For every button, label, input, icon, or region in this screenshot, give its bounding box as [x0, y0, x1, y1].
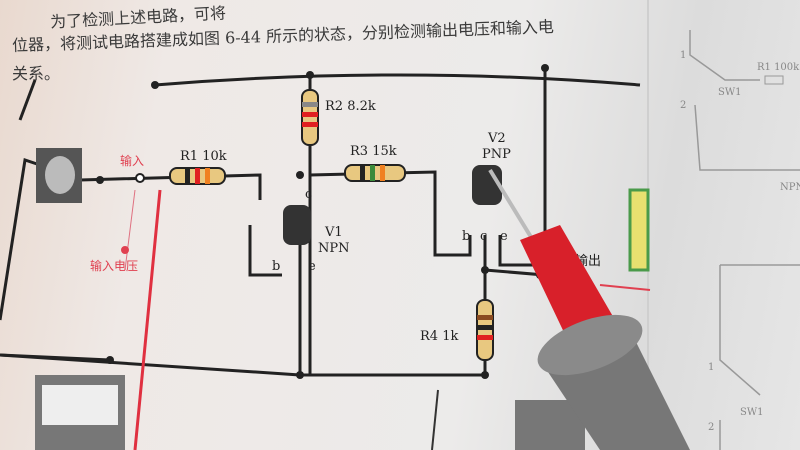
transistor-v1: [283, 205, 311, 245]
side-pin-2: 2: [680, 100, 686, 111]
junction-dots: [96, 64, 549, 379]
resistor-r2: [301, 89, 319, 146]
book-text-line-3: 关系。: [12, 64, 61, 83]
v1-type: NPN: [318, 241, 350, 256]
v2-pin-c: c: [480, 229, 487, 244]
v1-name: V1: [324, 225, 343, 240]
side-circuit-wires: [689, 30, 800, 450]
r3-label: R3 15k: [350, 144, 397, 159]
v1-pin-b: b: [272, 259, 280, 274]
r2-label: R2 8.2k: [325, 99, 376, 114]
side-transistor-label: NPN: [780, 182, 800, 193]
side-resistor-label: R1 100k: [757, 62, 800, 73]
side-pin-1: 1: [680, 50, 686, 61]
side-resistor: [764, 75, 784, 85]
input-terminal: [135, 173, 145, 183]
side-switch-label: SW1: [718, 87, 742, 98]
resistor-r1: [169, 167, 226, 185]
v2-name: V2: [487, 131, 506, 146]
resistor-r3: [344, 164, 406, 182]
v2-pin-b: b: [462, 229, 470, 244]
input-voltage-label: 输入电压: [90, 258, 138, 273]
v1-pin-e: e: [308, 259, 316, 274]
input-label: 输入: [120, 153, 144, 168]
r1-label: R1 10k: [180, 149, 227, 164]
v2-pin-e: e: [500, 229, 508, 244]
multimeter-probe: [488, 168, 690, 450]
r4-label: R4 1k: [420, 329, 458, 344]
side-switch-label-lower: SW1: [740, 407, 764, 418]
side-pin-2-lower: 2: [708, 422, 714, 433]
resistor-r4: [476, 299, 494, 361]
side-pin-1-lower: 1: [708, 362, 714, 373]
v1-pin-c: c: [305, 187, 312, 202]
red-probe-wire: [133, 189, 162, 450]
battery: [628, 188, 650, 272]
circuit-wires: [0, 68, 641, 377]
black-probe-wire: [431, 389, 439, 450]
v2-type: PNP: [482, 147, 511, 162]
